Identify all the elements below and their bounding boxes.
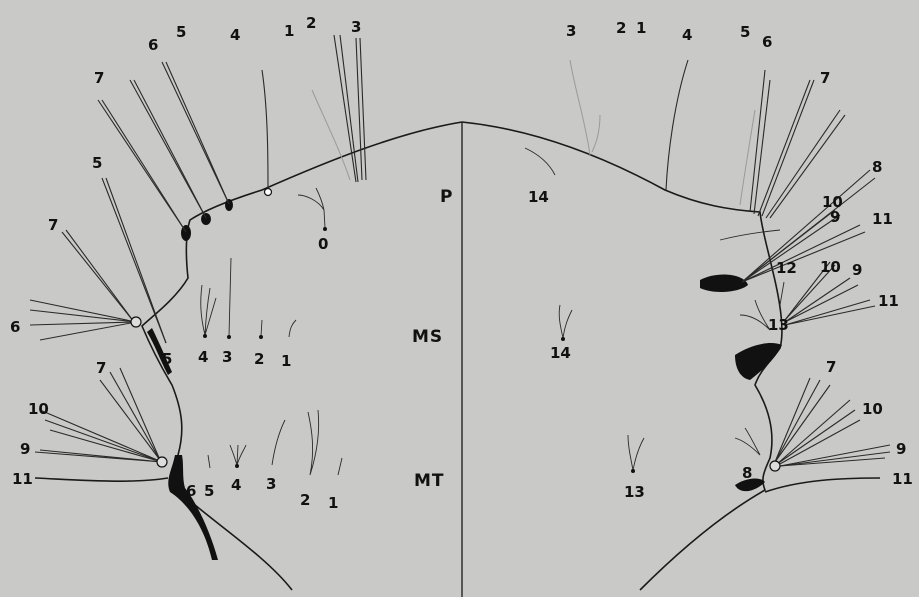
right-label-7: 7 [820, 69, 830, 87]
left-label-5: 5 [176, 23, 186, 41]
right-meta-label-7: 7 [826, 358, 836, 376]
right-label-1: 1 [636, 19, 646, 37]
left-seta-base-4 [265, 189, 272, 196]
right-meso-label-9: 9 [852, 261, 862, 279]
right-meso-label-13: 13 [768, 316, 789, 334]
left-label-2: 2 [306, 14, 316, 32]
left-meta-label-10: 10 [28, 400, 49, 418]
left-meta-label-7: 7 [96, 359, 106, 377]
left-meso-label-1: 1 [281, 352, 291, 370]
right-meta-basal-line [765, 478, 880, 492]
right-meta-label-8: 8 [742, 464, 752, 482]
right-pro-setae [525, 60, 875, 282]
right-label-4: 4 [682, 26, 692, 44]
left-meso-label-6: 6 [10, 318, 20, 336]
right-label-3: 3 [566, 22, 576, 40]
segment-label-mt: MT [414, 471, 445, 491]
right-pro-label-8: 8 [872, 158, 882, 176]
right-label-2: 2 [616, 19, 626, 37]
left-side-label-5: 5 [92, 154, 102, 172]
left-meta-label-5: 5 [204, 482, 214, 500]
right-meta-label-13: 13 [624, 483, 645, 501]
left-meta-label-11: 11 [12, 470, 33, 488]
left-meso-label-2: 2 [254, 350, 264, 368]
right-meso-label-14: 14 [550, 344, 571, 362]
left-meta-label-1: 1 [328, 494, 338, 512]
right-label-6: 6 [762, 33, 772, 51]
left-side-label-7: 7 [48, 216, 58, 234]
right-meso-sclerite [735, 343, 782, 380]
left-meso-label-5: 5 [162, 350, 172, 368]
left-thorax-outline [142, 122, 462, 590]
right-meso-label-11: 11 [878, 292, 899, 310]
left-meta-setae [35, 368, 342, 475]
right-meta-label-9: 9 [896, 440, 906, 458]
left-side-setae [30, 178, 166, 343]
left-meta-label-2: 2 [300, 491, 310, 509]
left-label-6: 6 [148, 36, 158, 54]
left-meta-basal-line [35, 478, 168, 481]
right-pro-label-14: 14 [528, 188, 549, 206]
left-seta-base-5 [225, 199, 233, 211]
segment-label-p: P [440, 187, 453, 207]
segment-label-ms: MS [412, 327, 443, 347]
right-meta-label-10: 10 [862, 400, 883, 418]
left-seta-base-6 [201, 213, 211, 225]
left-label-7: 7 [94, 69, 104, 87]
right-meta-label-11: 11 [892, 470, 913, 488]
left-meta-label-4: 4 [231, 476, 241, 494]
left-inner-label-0: 0 [318, 235, 328, 253]
left-meso-setae [201, 258, 296, 339]
left-meta-label-6: 6 [186, 482, 196, 500]
left-meta-label-3: 3 [266, 475, 276, 493]
left-meta-label-9: 9 [20, 440, 30, 458]
left-label-3: 3 [351, 18, 361, 36]
left-meta-sclerite [168, 455, 218, 560]
right-thorax-outline [462, 122, 782, 590]
left-label-4: 4 [230, 26, 240, 44]
right-meso-label-12: 12 [776, 259, 797, 277]
right-pro-sclerite [700, 275, 748, 292]
right-pro-label-9: 9 [830, 208, 840, 226]
left-meso-label-4: 4 [198, 348, 208, 366]
left-label-1: 1 [284, 22, 294, 40]
left-meso-label-3: 3 [222, 348, 232, 366]
right-label-5: 5 [740, 23, 750, 41]
right-pro-label-11: 11 [872, 210, 893, 228]
right-meso-label-10: 10 [820, 258, 841, 276]
